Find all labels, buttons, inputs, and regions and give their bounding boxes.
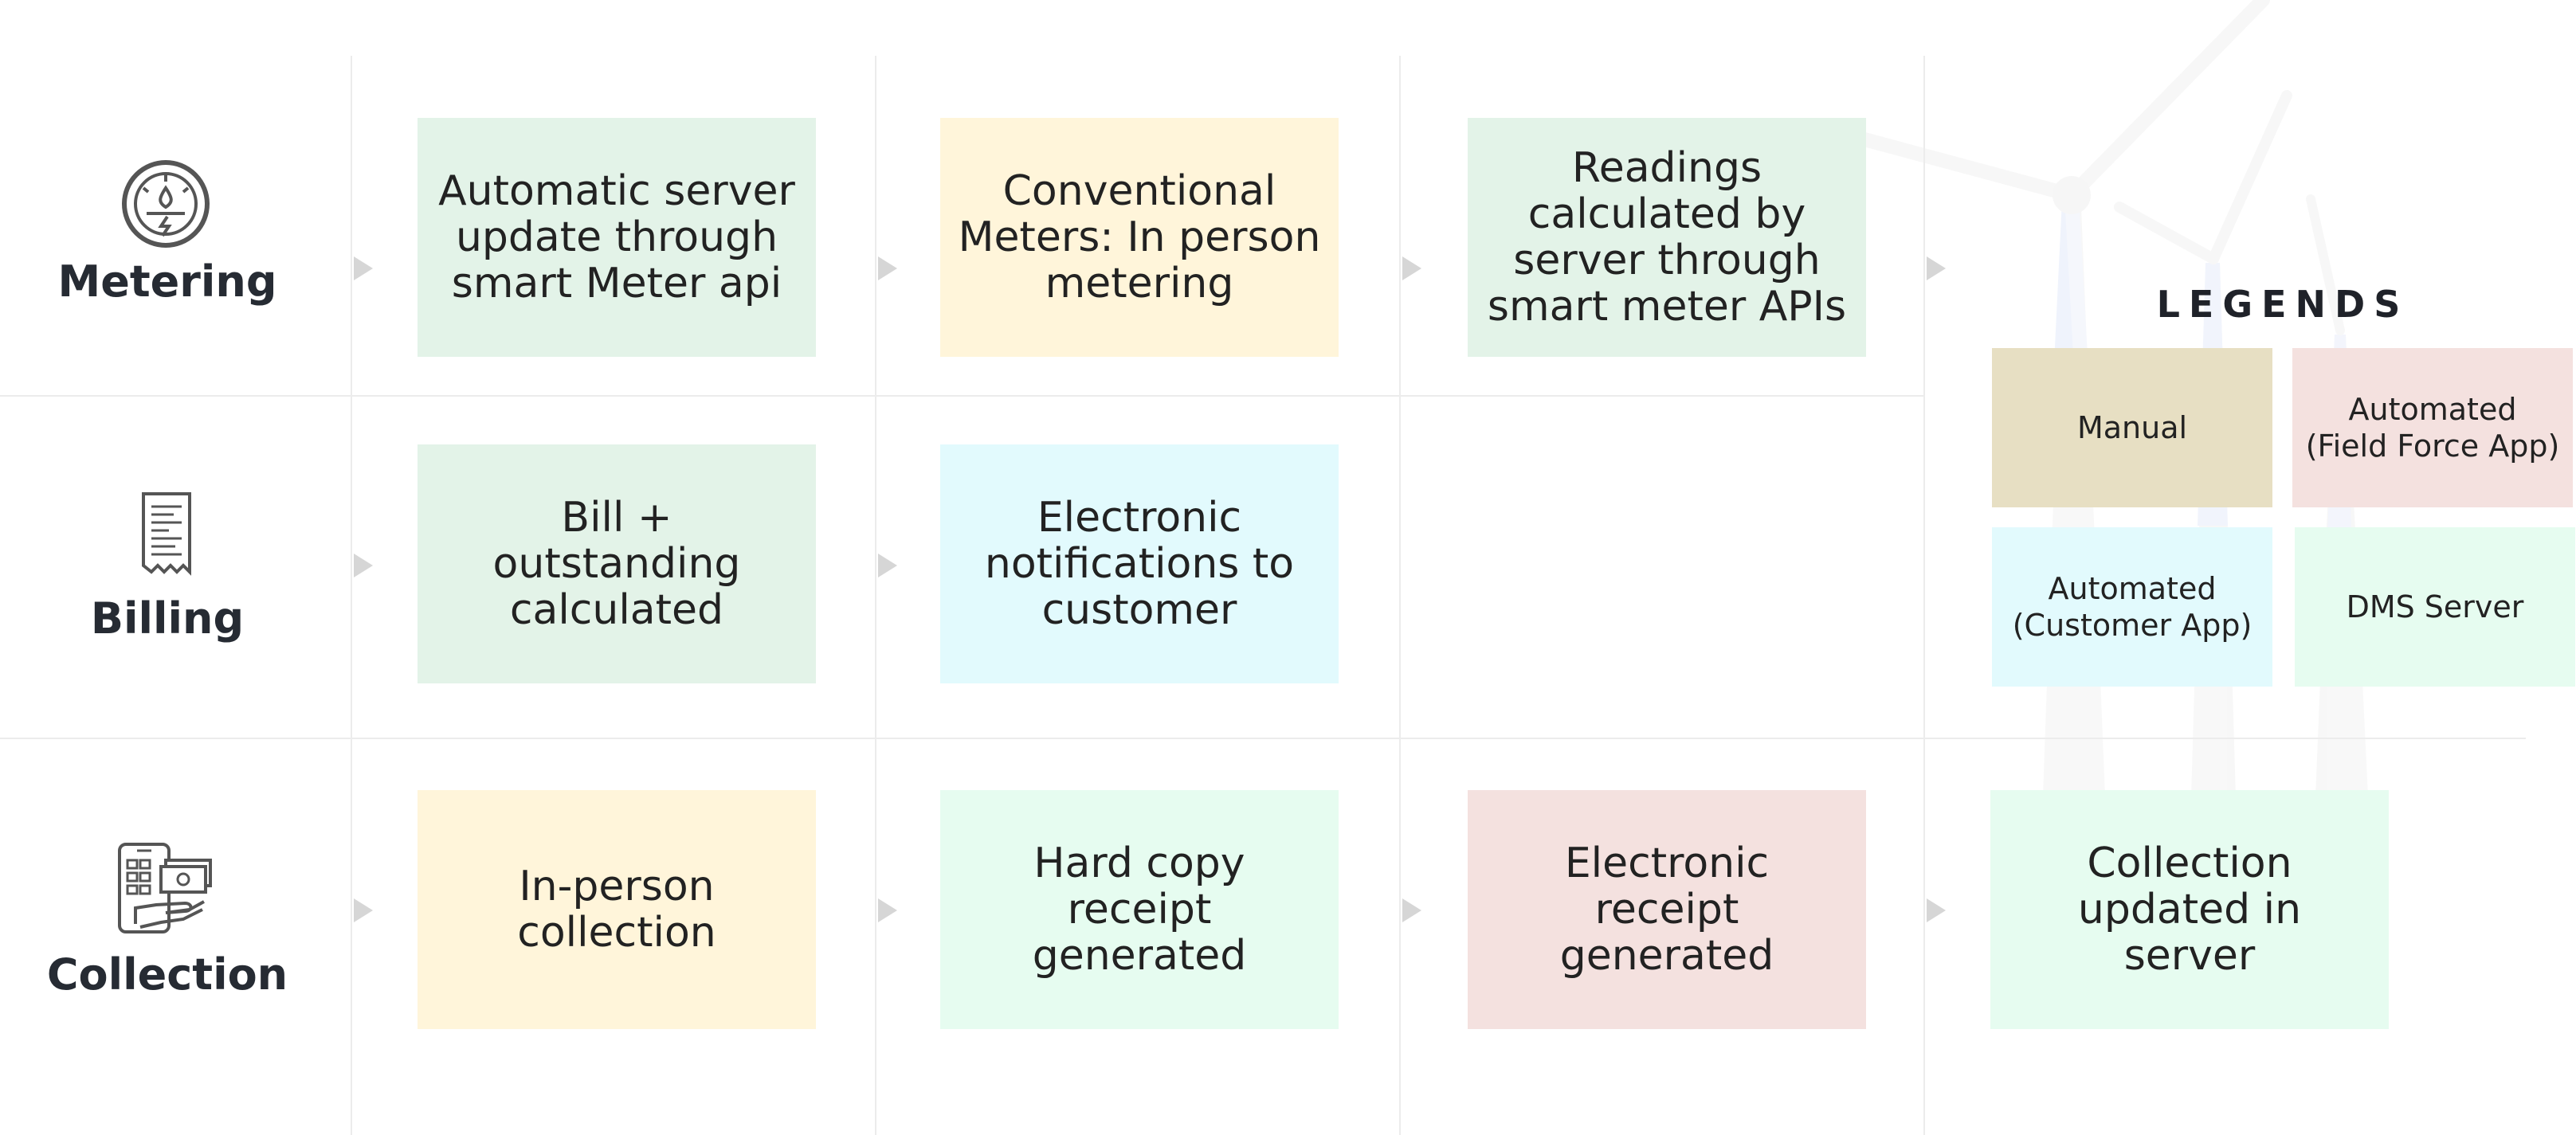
legend-item-field-force-app: Automated (Field Force App) [2292, 348, 2573, 507]
column-divider [1923, 56, 1925, 1135]
legend-item-customer-app: Automated (Customer App) [1992, 527, 2272, 687]
row-divider [0, 395, 1923, 397]
legend-title: LEGENDS [2156, 283, 2409, 326]
flow-arrow [1402, 256, 1421, 280]
step-collection-updated: Collection updated in server [1990, 790, 2389, 1029]
step-electronic-receipt: Electronic receipt generated [1468, 790, 1866, 1029]
receipt-icon [142, 492, 191, 576]
flow-arrow [878, 554, 897, 577]
column-divider [875, 56, 876, 1135]
flow-arrow [354, 256, 373, 280]
flow-arrow [1927, 898, 1946, 922]
step-automatic-server-update: Automatic server update through smart Me… [418, 118, 816, 357]
row-label-billing: Billing [90, 593, 245, 644]
step-readings-calculated: Readings calculated by server through sm… [1468, 118, 1866, 357]
legend-item-dms-server: DMS Server [2295, 527, 2575, 687]
row-divider [0, 738, 2526, 739]
flow-arrow [878, 898, 897, 922]
legend-item-manual: Manual [1992, 348, 2272, 507]
flow-arrow [1402, 898, 1421, 922]
row-label-metering: Metering [57, 256, 277, 307]
flow-arrow [354, 554, 373, 577]
step-conventional-meters: Conventional Meters: In person metering [940, 118, 1339, 357]
flow-arrow [354, 898, 373, 922]
step-in-person-collection: In-person collection [418, 790, 816, 1029]
column-divider [351, 56, 352, 1135]
step-bill-calculated: Bill + outstanding calculated [418, 444, 816, 683]
column-divider [1399, 56, 1401, 1135]
step-electronic-notifications: Electronic notifications to customer [940, 444, 1339, 683]
row-label-collection: Collection [46, 949, 288, 1000]
step-hard-copy-receipt: Hard copy receipt generated [940, 790, 1339, 1029]
flow-arrow [1927, 256, 1946, 280]
gauge-icon [122, 160, 210, 248]
flow-arrow [878, 256, 897, 280]
mobile-payment-icon [118, 843, 212, 933]
